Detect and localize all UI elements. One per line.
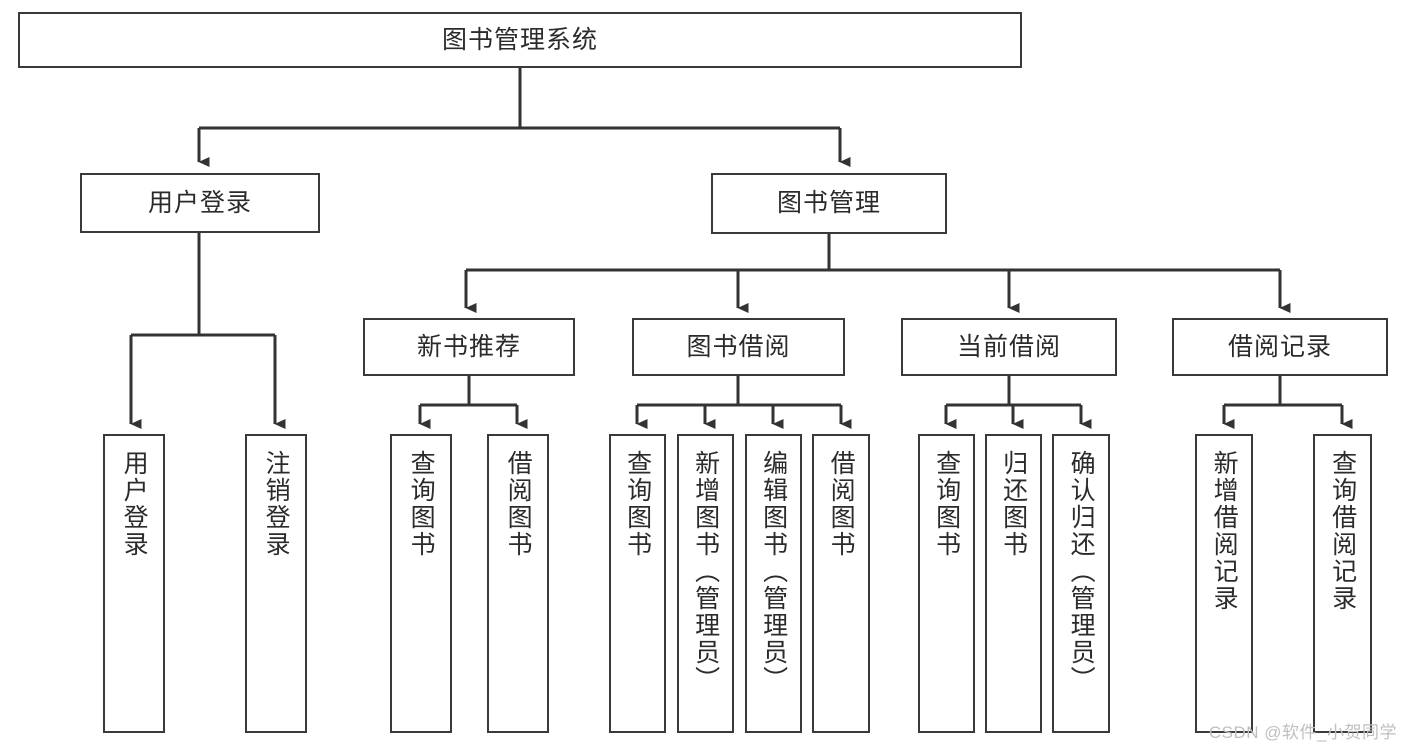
node-leaf-query-book-3[interactable]: 查询图书 xyxy=(918,434,975,733)
node-label: 编辑图书（管理员） xyxy=(759,450,788,693)
node-current-borrow[interactable]: 当前借阅 xyxy=(901,318,1117,376)
node-label: 借阅图书 xyxy=(827,450,856,558)
node-label: 借阅记录 xyxy=(1227,332,1332,361)
node-leaf-edit-book[interactable]: 编辑图书（管理员） xyxy=(745,434,802,733)
node-leaf-borrow-book-2[interactable]: 借阅图书 xyxy=(812,434,870,733)
node-book-borrow[interactable]: 图书借阅 xyxy=(632,318,845,376)
node-label: 归还图书 xyxy=(999,450,1028,558)
node-leaf-query-record[interactable]: 查询借阅记录 xyxy=(1313,434,1372,733)
node-label: 新增图书（管理员） xyxy=(691,450,720,693)
node-leaf-query-book-2[interactable]: 查询图书 xyxy=(609,434,666,733)
node-leaf-add-book[interactable]: 新增图书（管理员） xyxy=(677,434,734,733)
node-label: 新书推荐 xyxy=(416,332,521,361)
node-user-login[interactable]: 用户登录 xyxy=(80,173,320,233)
node-leaf-return-book[interactable]: 归还图书 xyxy=(985,434,1042,733)
node-leaf-add-record[interactable]: 新增借阅记录 xyxy=(1195,434,1253,733)
node-label: 查询图书 xyxy=(407,450,436,558)
node-leaf-query-book-1[interactable]: 查询图书 xyxy=(390,434,452,733)
node-label: 图书借阅 xyxy=(686,332,791,361)
node-borrow-record[interactable]: 借阅记录 xyxy=(1172,318,1388,376)
node-label: 确认归还（管理员） xyxy=(1067,450,1096,693)
node-label: 新增借阅记录 xyxy=(1210,450,1239,612)
node-label: 查询借阅记录 xyxy=(1328,450,1357,612)
node-leaf-user-logout[interactable]: 注销登录 xyxy=(245,434,307,733)
node-label: 查询图书 xyxy=(932,450,961,558)
node-leaf-confirm-return[interactable]: 确认归还（管理员） xyxy=(1052,434,1110,733)
watermark-text: CSDN @软件_小贺同学 xyxy=(1208,723,1397,742)
node-label: 当前借阅 xyxy=(956,332,1061,361)
node-label: 图书管理 xyxy=(776,189,881,217)
node-label: 图书管理系统 xyxy=(441,25,598,54)
node-label: 用户登录 xyxy=(147,188,252,217)
node-label: 查询图书 xyxy=(623,450,652,558)
node-label: 用户登录 xyxy=(120,450,149,558)
node-label: 注销登录 xyxy=(262,450,291,558)
node-leaf-borrow-book-1[interactable]: 借阅图书 xyxy=(487,434,549,733)
node-book-management[interactable]: 图书管理 xyxy=(711,173,947,234)
node-root-system[interactable]: 图书管理系统 xyxy=(18,12,1022,68)
node-new-book-recommend[interactable]: 新书推荐 xyxy=(363,318,575,376)
node-leaf-user-login[interactable]: 用户登录 xyxy=(103,434,165,733)
node-label: 借阅图书 xyxy=(504,450,533,558)
